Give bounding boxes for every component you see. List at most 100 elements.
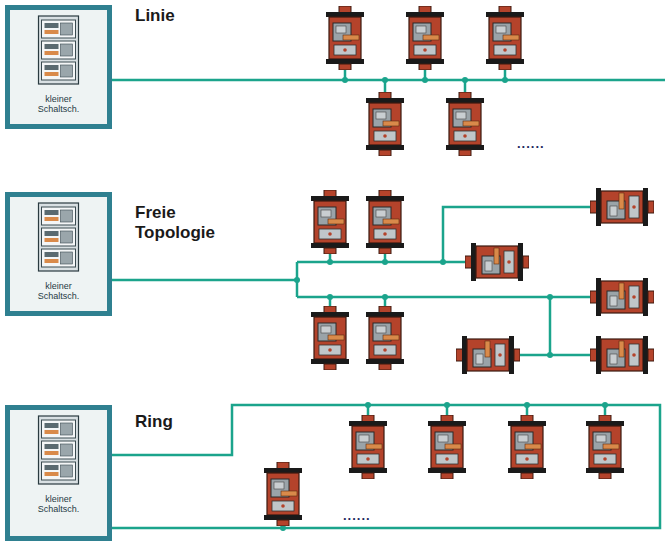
junction-dot xyxy=(422,77,428,83)
junction-dot xyxy=(365,402,371,408)
module-detail xyxy=(45,65,59,70)
module-detail xyxy=(45,231,59,236)
junction-dot xyxy=(382,294,388,300)
continuation-dots: ...... xyxy=(517,136,545,152)
junction-dot xyxy=(602,402,608,408)
drive-unit xyxy=(311,306,349,370)
drive-unit xyxy=(311,190,349,254)
junction-dot xyxy=(382,77,388,83)
cabinet-module xyxy=(42,41,76,59)
module-detail xyxy=(45,217,59,221)
junction-dot xyxy=(547,352,553,358)
module-detail xyxy=(61,44,73,56)
module-detail xyxy=(45,51,59,55)
drive-unit xyxy=(428,415,466,479)
module-detail xyxy=(45,30,59,34)
cabinet-label: kleiner Schaltsch. xyxy=(30,94,88,114)
topology-heading: Ring xyxy=(135,412,173,432)
cabinet-module xyxy=(42,20,76,38)
drive-unit xyxy=(590,336,654,374)
cabinet-illustration xyxy=(10,10,107,90)
module-detail xyxy=(45,451,59,455)
bus-wire xyxy=(549,297,552,355)
junction-dot xyxy=(327,294,333,300)
cabinet-module xyxy=(42,249,76,267)
junction-dot xyxy=(440,259,446,265)
module-detail xyxy=(45,23,59,28)
bus-wire xyxy=(297,296,590,299)
cabinet-module xyxy=(42,207,76,225)
topology-heading: Linie xyxy=(135,6,175,26)
drive-unit xyxy=(486,6,524,70)
cabinet-illustration xyxy=(10,197,107,277)
module-detail xyxy=(61,210,73,222)
drive-unit xyxy=(406,6,444,70)
module-detail xyxy=(45,423,59,428)
continuation-dots: ...... xyxy=(343,508,371,524)
module-detail xyxy=(61,231,73,243)
junction-dot xyxy=(382,259,388,265)
junction-dot xyxy=(524,402,530,408)
drive-unit xyxy=(586,415,624,479)
drive-unit xyxy=(366,306,404,370)
module-detail xyxy=(45,210,59,215)
bus-wire xyxy=(112,79,665,82)
drive-unit xyxy=(264,6,654,526)
module-detail xyxy=(45,72,59,76)
cabinet-label: kleiner Schaltsch. xyxy=(30,281,88,301)
module-detail xyxy=(45,444,59,449)
bus-wire xyxy=(520,354,590,357)
module-detail xyxy=(45,252,59,257)
topology-heading: Freie Topologie xyxy=(135,203,245,243)
bus-wire xyxy=(112,70,665,528)
module-detail xyxy=(61,444,73,456)
cabinet-module xyxy=(42,62,76,80)
drive-unit xyxy=(264,462,302,526)
junction-dot xyxy=(342,77,348,83)
module-detail xyxy=(45,472,59,476)
drive-unit xyxy=(366,92,404,156)
module-detail xyxy=(45,44,59,49)
module-detail xyxy=(61,65,73,77)
cabinet-illustration xyxy=(10,410,107,490)
module-detail xyxy=(45,238,59,242)
drive-unit xyxy=(456,336,520,374)
bus-wire xyxy=(112,279,297,282)
junction-dot xyxy=(294,277,300,283)
junction-dot xyxy=(444,402,450,408)
junction-dot xyxy=(462,77,468,83)
module-detail xyxy=(61,23,73,35)
drive-unit xyxy=(366,190,404,254)
cabinet-frame xyxy=(39,416,79,484)
control-cabinet: kleiner Schaltsch. xyxy=(5,405,112,541)
junction-dot xyxy=(502,77,508,83)
module-detail xyxy=(45,430,59,434)
cabinet-frame xyxy=(39,203,79,271)
drive-unit xyxy=(465,243,529,281)
junction-dot xyxy=(327,259,333,265)
drive-unit xyxy=(590,278,654,316)
bus-wire xyxy=(297,261,465,264)
drive-unit xyxy=(446,92,484,156)
module-detail xyxy=(61,423,73,435)
module-detail xyxy=(45,465,59,470)
ring-wire xyxy=(112,405,660,528)
junction-dot xyxy=(280,77,608,531)
module-detail xyxy=(61,465,73,477)
drive-unit xyxy=(590,188,654,226)
control-cabinet: kleiner Schaltsch. xyxy=(5,192,112,316)
cabinet-module xyxy=(42,420,76,438)
control-cabinet: kleiner Schaltsch. xyxy=(5,5,112,129)
cabinet-label: kleiner Schaltsch. xyxy=(30,494,88,514)
cabinet-module xyxy=(42,441,76,459)
cabinet-module xyxy=(42,462,76,480)
drive-unit xyxy=(508,415,546,479)
cabinet-frame xyxy=(39,16,79,84)
drive-unit xyxy=(349,415,387,479)
module-detail xyxy=(61,252,73,264)
drive-unit xyxy=(326,6,364,70)
cabinet-module xyxy=(42,228,76,246)
module-detail xyxy=(45,259,59,263)
junction-dot xyxy=(547,294,553,300)
